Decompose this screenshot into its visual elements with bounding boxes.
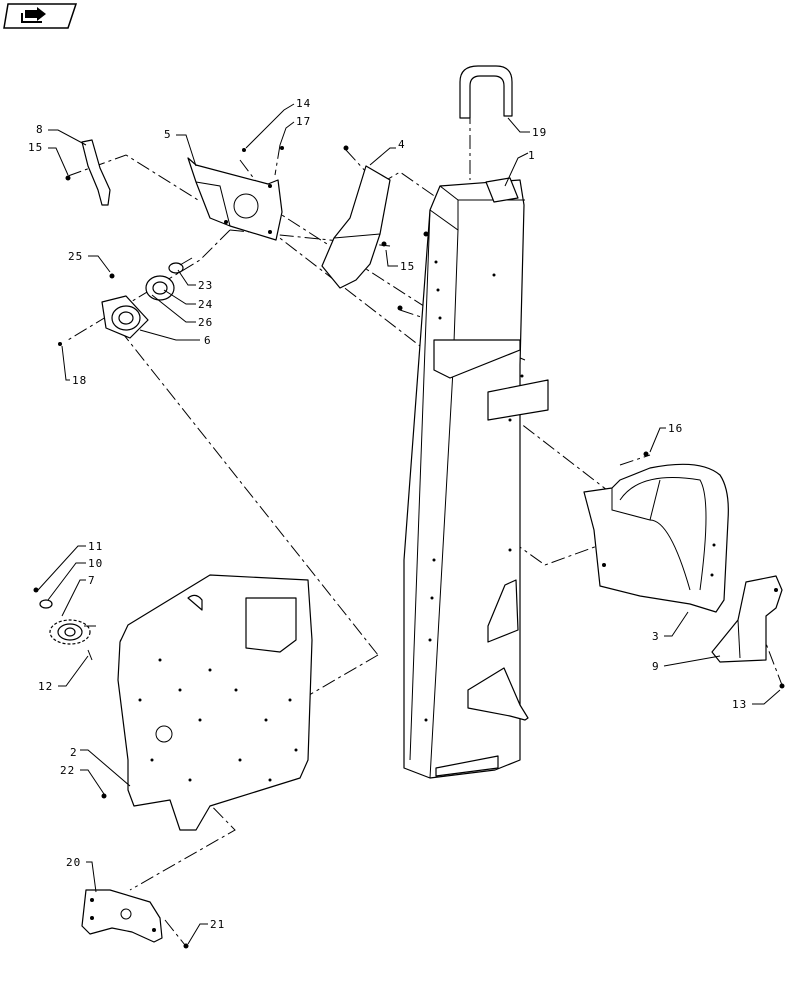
callout-3: 3 bbox=[652, 630, 660, 643]
callout-24: 24 bbox=[198, 298, 213, 311]
callout-10: 10 bbox=[88, 557, 103, 570]
callout-26: 26 bbox=[198, 316, 213, 329]
callout-4: 4 bbox=[398, 138, 406, 151]
callout-8: 8 bbox=[36, 123, 44, 136]
callout-25: 25 bbox=[68, 250, 83, 263]
callout-1: 1 bbox=[528, 149, 536, 162]
callout-19: 19 bbox=[532, 126, 547, 139]
page-forward-icon bbox=[21, 7, 46, 23]
callout-18: 18 bbox=[72, 374, 87, 387]
part-5-mount-bracket bbox=[187, 146, 284, 241]
callout-11: 11 bbox=[88, 540, 103, 553]
part-4-shield bbox=[321, 145, 391, 289]
callout-12: 12 bbox=[38, 680, 53, 693]
page-nav-button[interactable] bbox=[3, 3, 78, 29]
callout-17: 17 bbox=[296, 115, 311, 128]
callout-14: 14 bbox=[296, 97, 311, 110]
part-20-bottom-bracket bbox=[81, 889, 189, 949]
callout-9: 9 bbox=[652, 660, 660, 673]
callout-5: 5 bbox=[164, 128, 172, 141]
part-23-24-26-bearing-hardware bbox=[109, 257, 193, 301]
part-1-main-tube bbox=[397, 177, 549, 779]
callout-20: 20 bbox=[66, 856, 81, 869]
callout-21: 21 bbox=[210, 918, 225, 931]
part-2-side-panel bbox=[101, 574, 313, 831]
part-19-handle bbox=[459, 65, 513, 119]
callout-13: 13 bbox=[732, 698, 747, 711]
callout-labels: 1 2 3 4 5 6 7 8 9 10 11 12 13 14 15 15 1… bbox=[28, 97, 747, 931]
part-8-bracket bbox=[65, 139, 111, 206]
callout-22: 22 bbox=[60, 764, 75, 777]
callout-7: 7 bbox=[88, 574, 96, 587]
callout-15-right: 15 bbox=[400, 260, 415, 273]
part-7-sprocket bbox=[33, 587, 96, 661]
part-3-housing bbox=[583, 451, 729, 613]
callout-15-left: 15 bbox=[28, 141, 43, 154]
callout-leaders bbox=[37, 103, 781, 945]
callout-6: 6 bbox=[204, 334, 212, 347]
part-9-support-bracket bbox=[711, 575, 785, 689]
callout-16: 16 bbox=[668, 422, 683, 435]
part-6-flange-bearing bbox=[58, 295, 149, 346]
callout-23: 23 bbox=[198, 279, 213, 292]
callout-2: 2 bbox=[70, 746, 78, 759]
